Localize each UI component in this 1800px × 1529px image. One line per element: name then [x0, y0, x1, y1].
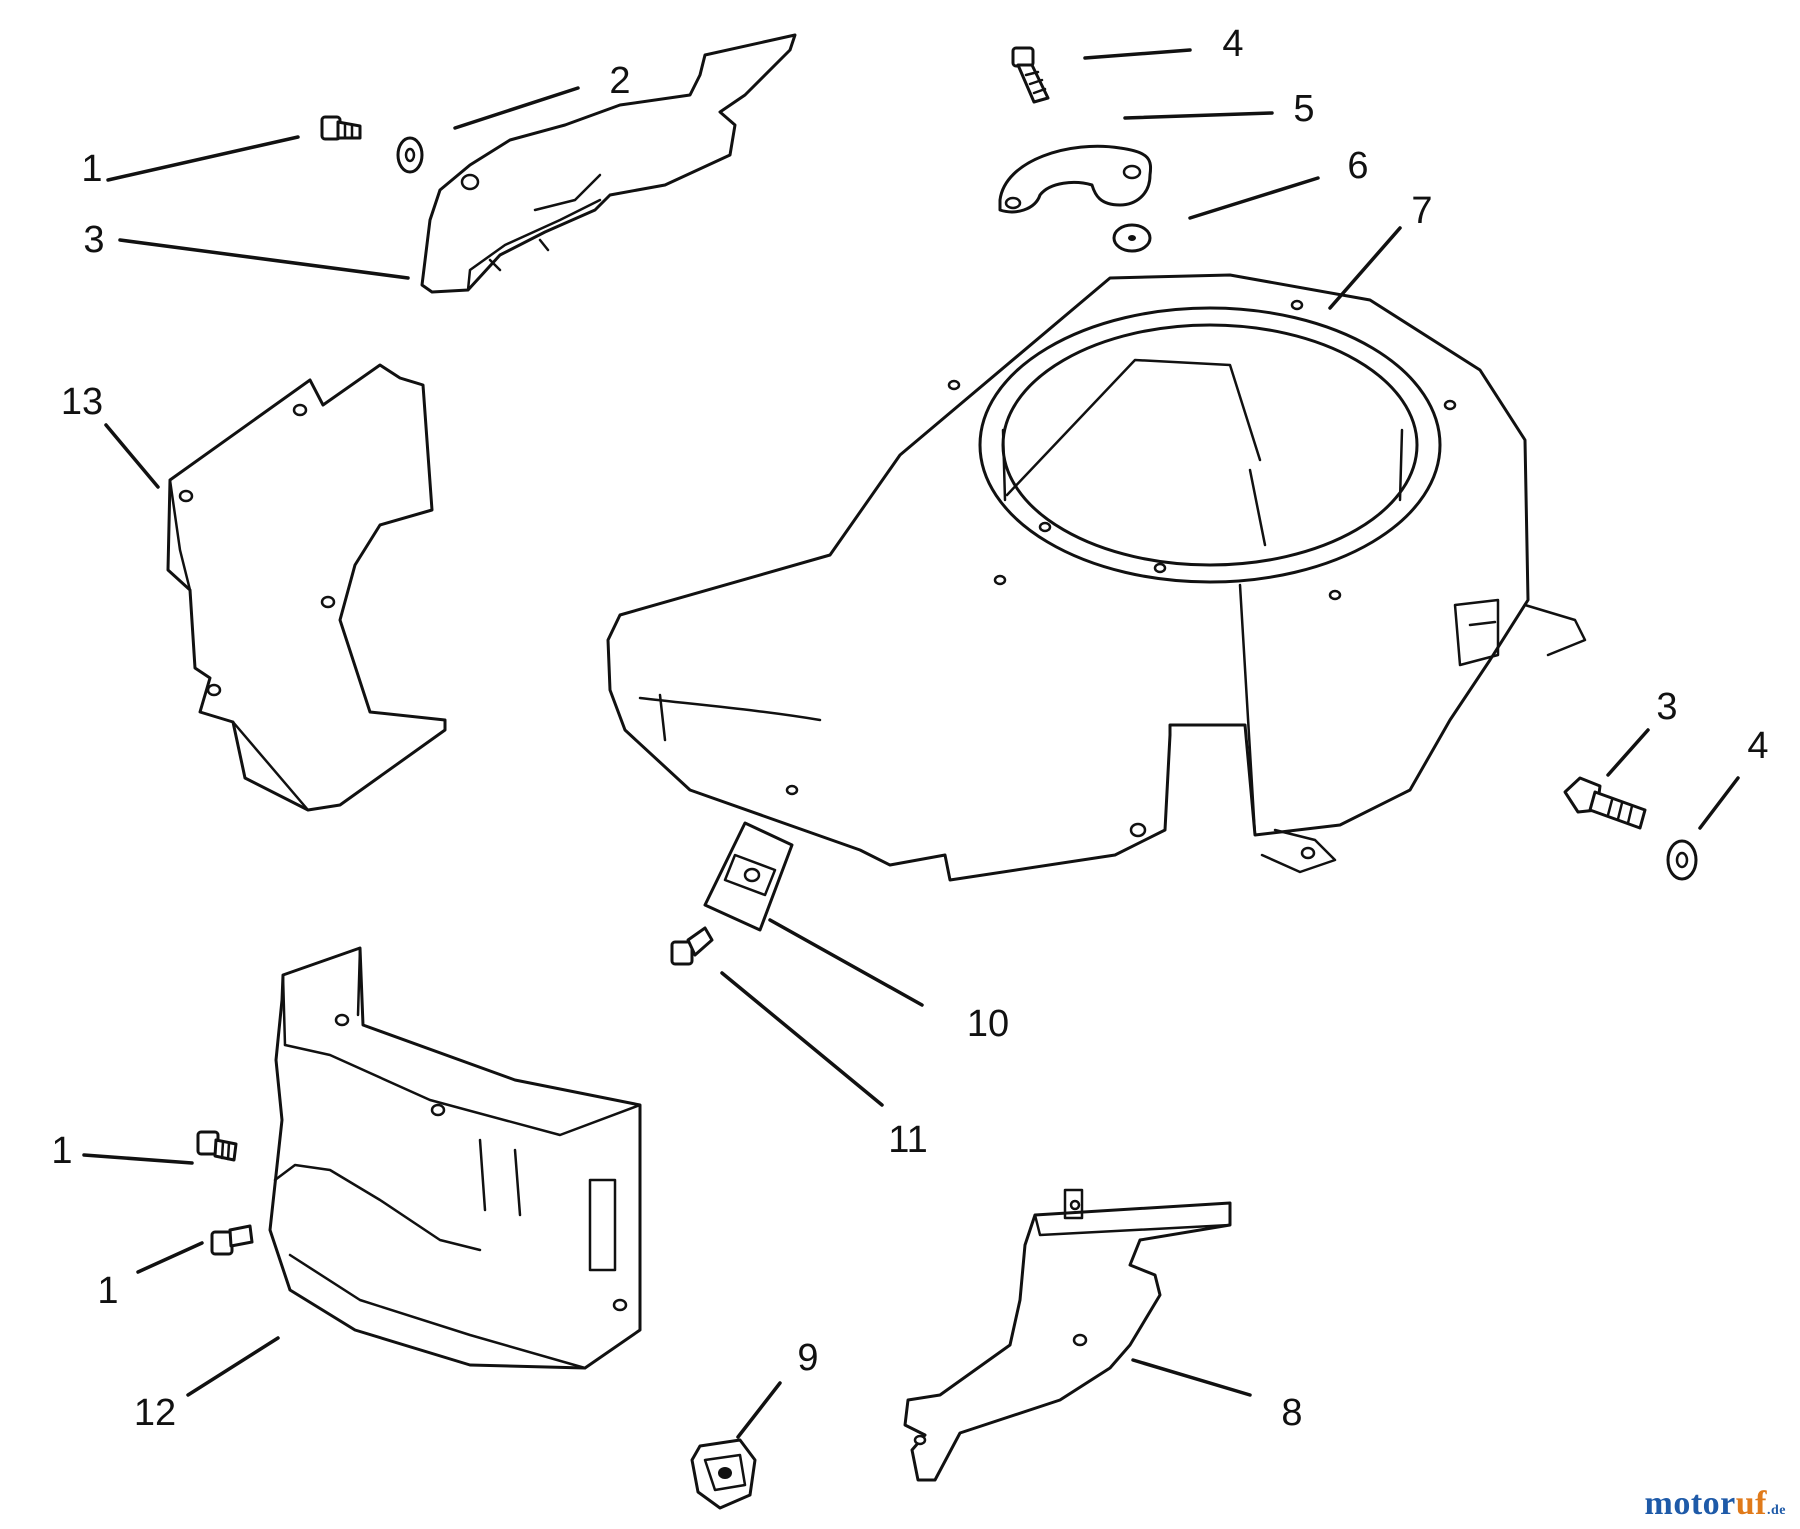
callout-1-lower-a: 1 [51, 1130, 72, 1172]
callout-9: 9 [797, 1337, 818, 1379]
watermark-part1: motor [1644, 1485, 1736, 1522]
cylinder-shroud-part [268, 946, 642, 1370]
screw-1-lower-b-part [210, 1224, 254, 1256]
flange-nut-part [690, 1438, 757, 1510]
callout-7: 7 [1411, 190, 1432, 232]
callout-13: 13 [61, 381, 103, 423]
callout-10: 10 [967, 1003, 1009, 1045]
upper-baffle-part [420, 33, 797, 294]
leader-lines [82, 48, 1740, 1439]
watermark-part3: .de [1767, 1503, 1786, 1518]
callout-3-top: 3 [83, 219, 104, 261]
blower-housing-part [606, 273, 1587, 882]
callout-2: 2 [609, 60, 630, 102]
callout-labels: 1 2 3 4 5 6 7 3 4 13 10 11 1 1 12 9 8 [51, 23, 1768, 1434]
watermark-part2: uf [1735, 1485, 1767, 1522]
clamp-part [998, 144, 1153, 214]
clip-nut-part [703, 821, 794, 932]
callout-8: 8 [1281, 1392, 1302, 1434]
callout-4-top: 4 [1222, 23, 1243, 65]
watermark-logo: motoruf.de [1645, 1485, 1786, 1523]
washer-6-part [1112, 223, 1152, 253]
callout-1-top: 1 [81, 148, 102, 190]
air-guide-part [166, 363, 447, 812]
callout-1-lower-b: 1 [97, 1270, 118, 1312]
screw-1-lower-a-part [196, 1130, 238, 1162]
screw-4-top-part [1011, 46, 1050, 104]
lower-baffle-part [903, 1188, 1232, 1482]
washer-4-right-part [1666, 839, 1698, 881]
screw-11-part [670, 926, 714, 966]
screw-1-top-part [320, 115, 362, 141]
callout-12: 12 [134, 1392, 176, 1434]
callout-3-right: 3 [1656, 686, 1677, 728]
callout-5: 5 [1293, 88, 1314, 130]
callout-6: 6 [1347, 145, 1368, 187]
bolt-3-right-part [1563, 776, 1647, 830]
callout-11: 11 [888, 1119, 927, 1161]
washer-2-part [396, 136, 424, 174]
callout-4-right: 4 [1747, 725, 1768, 767]
